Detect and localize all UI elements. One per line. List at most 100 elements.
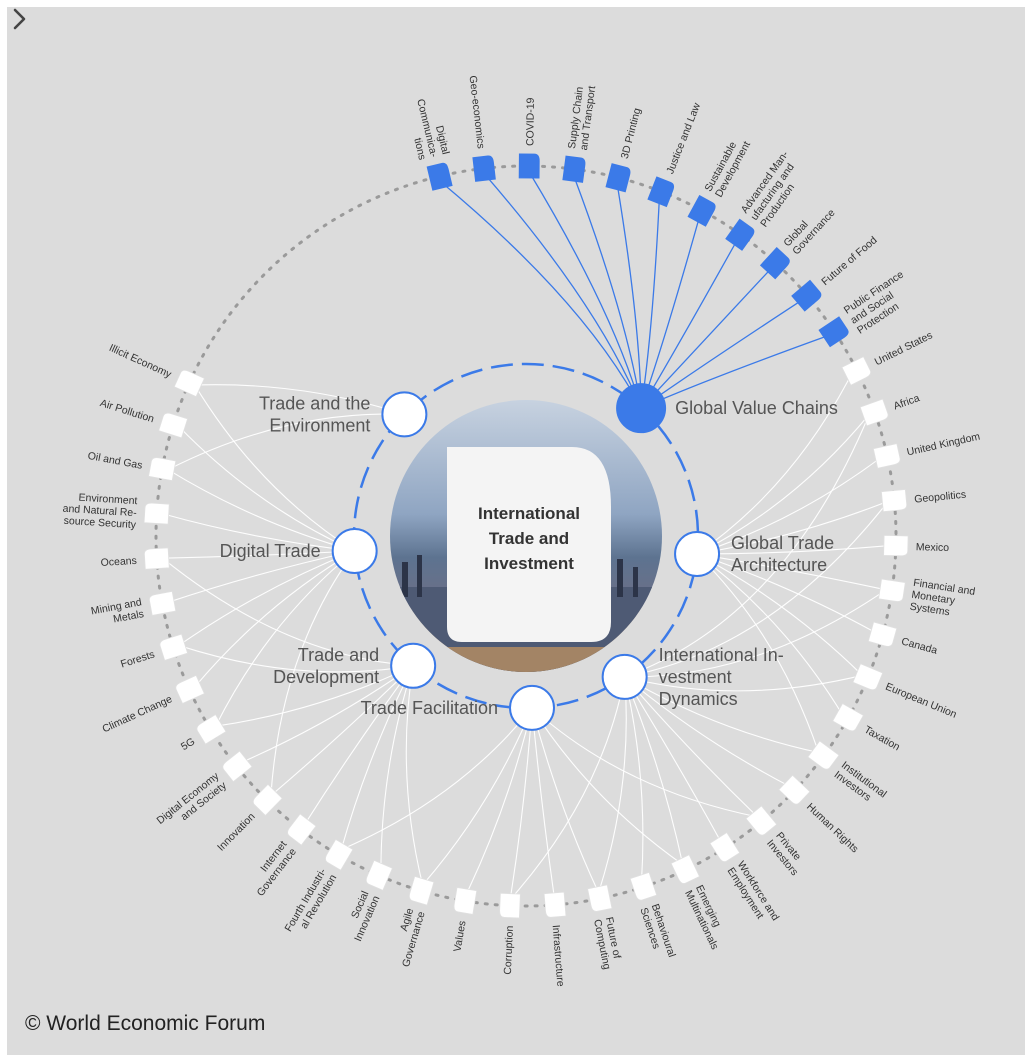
outer-topic-institutional-investors[interactable]: InstitutionalInvestors: [807, 740, 889, 810]
topic-node: [252, 783, 283, 817]
outer-topic-geo-economics[interactable]: Geo-economics: [467, 75, 496, 182]
topic-node: [158, 412, 189, 439]
outer-topic-label: Air Pollution: [99, 397, 156, 425]
topic-link: [341, 707, 533, 851]
outer-topic-label: European Union: [884, 681, 959, 721]
topic-link: [598, 676, 627, 893]
outer-topic-behavioural-sciences[interactable]: BehaviouralSciences: [629, 871, 678, 962]
outer-topic-future-of-computing[interactable]: Future ofComputing: [587, 884, 625, 971]
outer-topic-environment-and-natural-re-source-security[interactable]: Environmentand Natural Re-source Securit…: [62, 491, 170, 532]
outer-topic-social-innovation[interactable]: SocialInnovation: [341, 859, 393, 943]
topic-node: [818, 316, 849, 348]
outer-topic-label: Geopolitics: [914, 489, 967, 506]
outer-topic-label: Oceans: [100, 555, 137, 569]
topic-node: [778, 774, 811, 805]
outer-topic-forests[interactable]: Forests: [119, 633, 189, 670]
key-issue-digital-trade[interactable]: Digital Trade: [220, 527, 378, 574]
topic-link: [624, 676, 758, 818]
outer-topic-label: InternetGovernance: [245, 839, 299, 899]
outer-topic-emerging-multinationals[interactable]: EmergingMultinationals: [670, 854, 731, 952]
outer-topic-financial-and-monetary-systems[interactable]: Financial andMonetarySystems: [878, 577, 977, 622]
outer-topic-climate-change[interactable]: Climate Change: [101, 674, 205, 735]
outer-topic-justice-and-law[interactable]: Justice and Law: [647, 101, 703, 208]
outer-topic-european-union[interactable]: European Union: [852, 663, 959, 721]
outer-topic-canada[interactable]: Canada: [867, 621, 939, 657]
topic-link: [509, 707, 533, 900]
outer-topic-label: DigitalCommunica-tions: [403, 95, 452, 162]
topic-link: [696, 553, 878, 634]
outer-topic-illicit-economy[interactable]: Illicit Economy: [107, 342, 205, 398]
outer-topic-label: 3D Printing: [619, 107, 644, 160]
outer-topic-agile-governance[interactable]: AgileGovernance: [388, 875, 435, 968]
topic-node: [687, 194, 716, 227]
outer-topic-mexico[interactable]: Mexico: [883, 534, 950, 557]
outer-topic-3d-printing[interactable]: 3D Printing: [605, 107, 644, 193]
outer-topic-label: Mining andMetals: [90, 596, 145, 629]
outer-topic-geopolitics[interactable]: Geopolitics: [880, 489, 967, 513]
outer-topic-private-investors[interactable]: PrivateInvestors: [745, 805, 810, 878]
topic-link: [422, 707, 533, 886]
topic-node: [587, 884, 613, 912]
outer-topic-supply-chain-and-transport[interactable]: Supply Chainand Transport: [562, 84, 598, 183]
outer-topic-oil-and-gas[interactable]: Oil and Gas: [87, 450, 177, 482]
key-issue-node: [331, 527, 378, 574]
topic-node: [605, 163, 631, 193]
outer-topic-corruption[interactable]: Corruption: [499, 892, 521, 975]
topic-link: [215, 665, 414, 727]
topic-link: [696, 553, 844, 716]
outer-topic-values[interactable]: Values: [452, 886, 478, 953]
outer-topic-air-pollution[interactable]: Air Pollution: [99, 397, 189, 439]
topic-link: [696, 500, 889, 555]
outer-topic-innovation[interactable]: Innovation: [215, 783, 283, 854]
topic-link: [178, 426, 355, 552]
outer-topic-label: PrivateInvestors: [764, 830, 810, 878]
outer-topic-mining-and-metals[interactable]: Mining andMetals: [90, 590, 177, 629]
topic-link: [240, 665, 414, 764]
outer-topic-label: Justice and Law: [664, 101, 703, 176]
outer-topic-united-kingdom[interactable]: United Kingdom: [872, 430, 981, 469]
outer-topic-oceans[interactable]: Oceans: [100, 547, 170, 570]
topic-link: [194, 550, 355, 688]
topic-link: [509, 676, 626, 901]
topic-node: [196, 713, 227, 745]
topic-link: [696, 553, 820, 753]
topic-node: [148, 457, 177, 482]
outer-topic-label: Financial andMonetarySystems: [909, 577, 976, 622]
topic-link: [531, 707, 684, 865]
key-issue-node: [674, 530, 721, 577]
topic-link: [624, 676, 644, 882]
highlight-link: [640, 197, 661, 409]
key-issue-label: Trade Facilitation: [361, 698, 498, 718]
topic-link: [380, 665, 414, 870]
center-title-line: International: [478, 504, 580, 523]
center-title-line: Investment: [484, 554, 574, 573]
topic-node: [725, 218, 755, 251]
topic-link: [624, 676, 684, 865]
outer-topic-digital-communica-tions[interactable]: DigitalCommunica-tions: [403, 95, 453, 191]
key-issue-global-value-chains[interactable]: Global Value Chains: [616, 383, 838, 434]
copyright-text: © World Economic Forum: [25, 1012, 266, 1035]
topic-link: [340, 665, 414, 850]
key-issue-node: [381, 391, 428, 438]
outer-topic-infrastructure[interactable]: Infrastructure: [543, 891, 566, 987]
key-issue-label: Digital Trade: [220, 541, 321, 561]
topic-link: [270, 550, 356, 796]
key-issue-node: [390, 642, 437, 689]
outer-topic-label: Future of Food: [819, 234, 879, 288]
outer-topic-internet-governance[interactable]: InternetGovernance: [245, 813, 317, 899]
chevron-right-icon[interactable]: [7, 7, 31, 31]
topic-link: [303, 665, 414, 826]
outer-topic-covid-19[interactable]: COVID-19: [518, 97, 540, 179]
outer-topic-united-states[interactable]: United States: [841, 329, 935, 386]
outer-topic-5g[interactable]: 5G: [179, 713, 227, 754]
topic-link: [270, 665, 414, 797]
outer-topic-label: Climate Change: [101, 693, 175, 735]
outer-topic-label: Geo-economics: [467, 75, 487, 149]
key-issue-trade-facilitation[interactable]: Trade Facilitation: [361, 684, 556, 731]
